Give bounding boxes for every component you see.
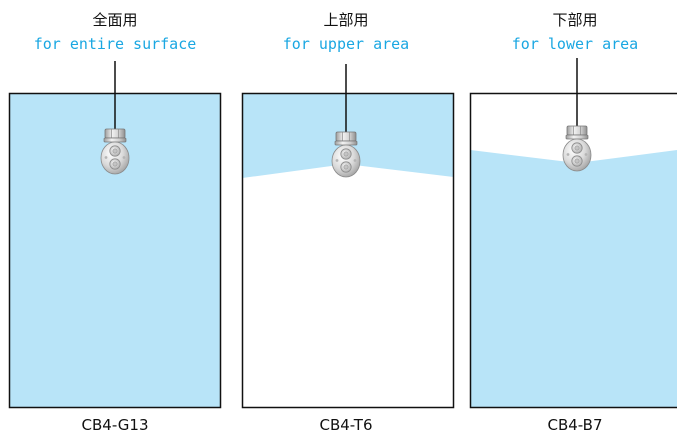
panel-title-jp: 全面用 bbox=[92, 11, 138, 29]
spray-area-fill bbox=[470, 150, 677, 408]
spray-nozzle-icon bbox=[562, 57, 592, 172]
panel-upper-area bbox=[241, 63, 455, 409]
panel-entire-surface bbox=[8, 60, 222, 409]
model-label: CB4-B7 bbox=[547, 416, 603, 434]
model-label: CB4-G13 bbox=[81, 416, 149, 434]
model-label: CB4-T6 bbox=[319, 416, 373, 434]
panel-title-en: for upper area bbox=[282, 35, 410, 53]
panel-title-jp: 下部用 bbox=[552, 11, 598, 29]
panel-title-jp: 上部用 bbox=[323, 11, 369, 29]
panel-lower-area bbox=[469, 57, 677, 409]
panel-title-en: for lower area bbox=[511, 35, 639, 53]
panel-frame bbox=[241, 92, 455, 409]
panel-title-en: for entire surface bbox=[33, 35, 197, 53]
panel-frame bbox=[469, 92, 677, 409]
